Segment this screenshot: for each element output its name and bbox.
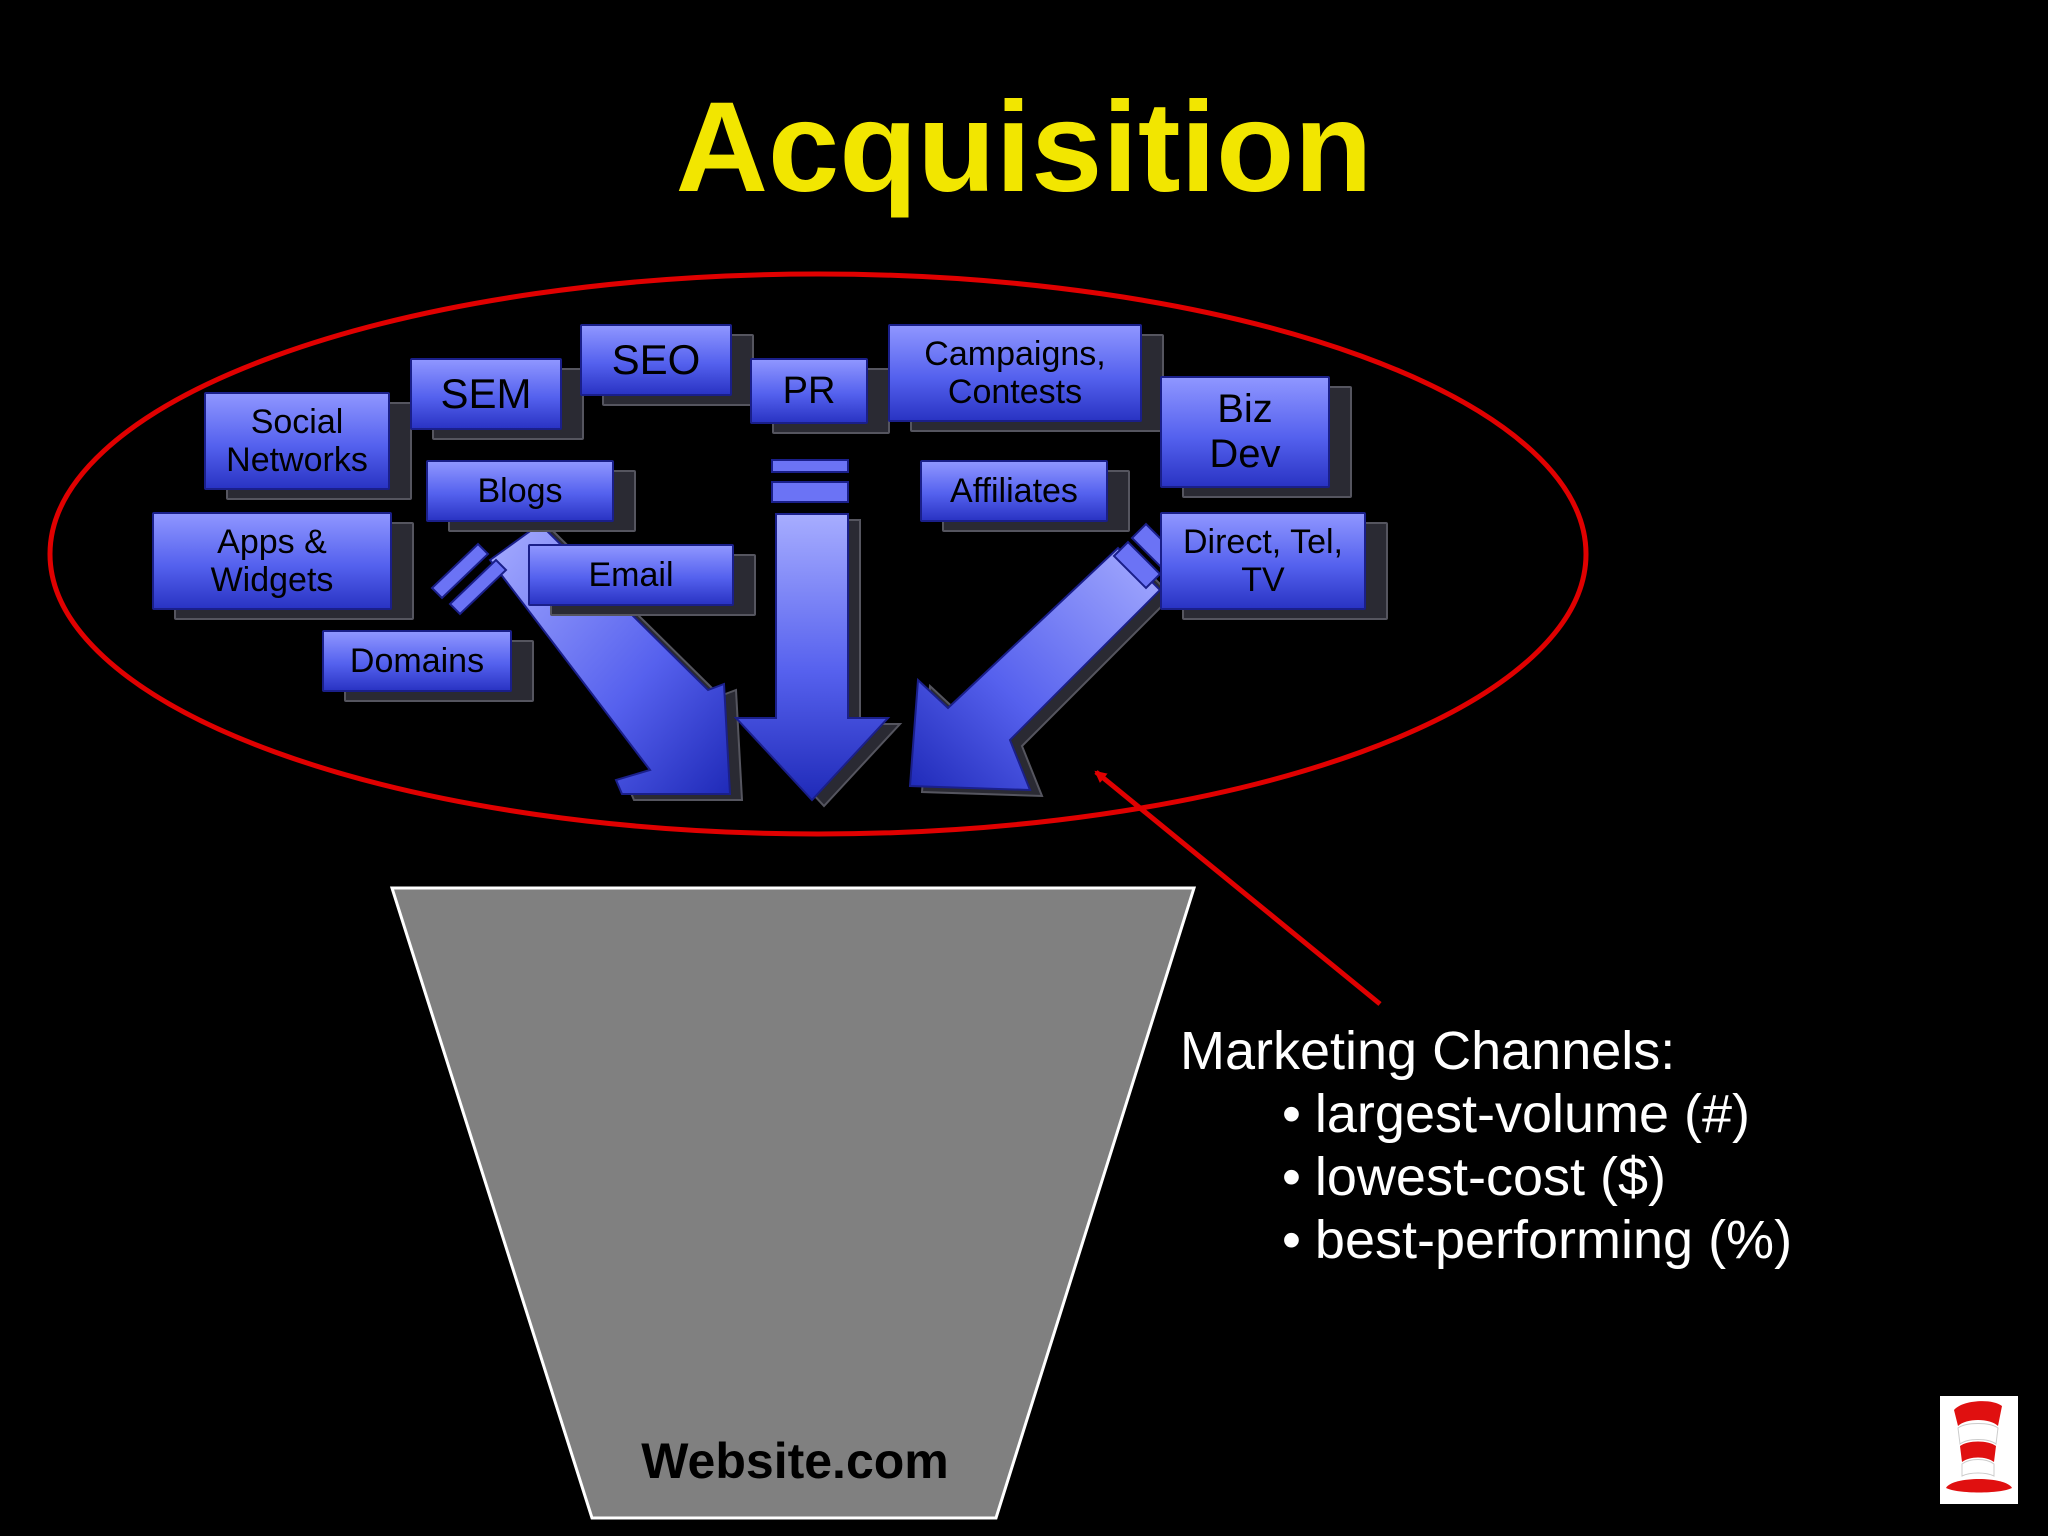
- channel-pr: PR: [750, 358, 868, 424]
- pointer-arrow: [1094, 770, 1382, 1006]
- channel-domains: Domains: [322, 630, 512, 692]
- notes-heading: Marketing Channels:: [1180, 1021, 1676, 1081]
- marketing-channels-notes: Marketing Channels: largest-volume (#) l…: [1180, 1020, 1792, 1272]
- website-funnel: [389, 886, 1197, 1520]
- arrow-center: [733, 459, 903, 808]
- arrow-right: [908, 522, 1180, 798]
- notes-bullet: largest-volume (#): [1282, 1083, 1792, 1146]
- channel-social-networks: Social Networks: [204, 392, 390, 490]
- channel-sem: SEM: [410, 358, 562, 430]
- channel-blogs: Blogs: [426, 460, 614, 522]
- channel-seo: SEO: [580, 324, 732, 396]
- notes-bullets: largest-volume (#) lowest-cost ($) best-…: [1180, 1083, 1792, 1272]
- channels-ellipse: [47, 271, 1589, 837]
- channel-direct-tel-tv: Direct, Tel, TV: [1160, 512, 1366, 610]
- channel-biz-dev: Biz Dev: [1160, 376, 1330, 488]
- channel-campaigns-contests: Campaigns, Contests: [888, 324, 1142, 422]
- funnel-label: Website.com: [641, 1433, 949, 1489]
- notes-bullet: best-performing (%): [1282, 1209, 1792, 1272]
- notes-bullet: lowest-cost ($): [1282, 1146, 1792, 1209]
- cat-in-the-hat-icon: [1940, 1396, 2018, 1504]
- channel-email: Email: [528, 544, 734, 606]
- channel-apps-widgets: Apps & Widgets: [152, 512, 392, 610]
- channel-affiliates: Affiliates: [920, 460, 1108, 522]
- slide-title: Acquisition: [675, 76, 1373, 219]
